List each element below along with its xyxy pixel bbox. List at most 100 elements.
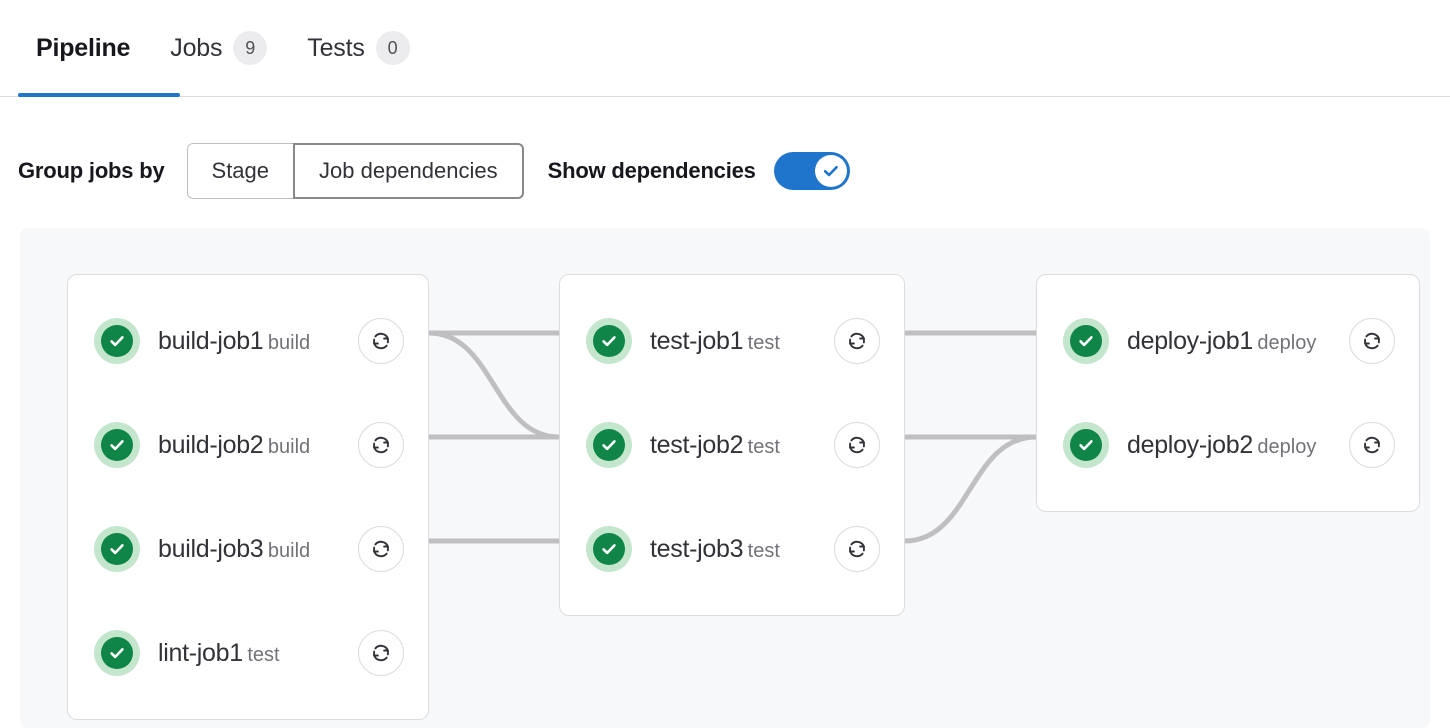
tab-jobs-label: Jobs [170,33,223,62]
job-row-lint-job1[interactable]: lint-job1 test [68,601,428,705]
retry-button[interactable] [834,422,880,468]
status-icon-core [1070,429,1102,461]
job-name: deploy-job2 [1127,430,1253,459]
retry-icon [373,332,389,350]
check-icon [602,544,616,555]
tab-jobs[interactable]: Jobs 9 [152,24,289,72]
job-text: test-job3 test [650,535,820,564]
job-name: test-job3 [650,534,744,563]
job-row-build-job2[interactable]: build-job2 build [68,393,428,497]
retry-icon [849,332,865,350]
check-icon [1079,440,1093,451]
show-dependencies-toggle[interactable] [773,152,850,190]
check-icon [110,648,124,659]
build-column-card: build-job1 build [67,274,429,720]
status-icon-core [1070,325,1102,357]
retry-icon [373,436,389,454]
job-row-deploy-job2[interactable]: deploy-job2 deploy [1037,393,1419,497]
status-icon-core [101,637,133,669]
tab-jobs-badge: 9 [233,31,268,65]
retry-button[interactable] [1349,318,1395,364]
job-text: test-job2 test [650,431,820,460]
job-row-test-job1[interactable]: test-job1 test [560,289,904,393]
tab-tests[interactable]: Tests 0 [289,24,431,72]
job-stage: deploy [1257,435,1317,458]
tab-pipeline-label: Pipeline [36,33,131,62]
job-row-build-job3[interactable]: build-job3 build [68,497,428,601]
test-column-card: test-job1 test [559,274,905,616]
status-success-icon [586,318,632,364]
status-success-icon [94,526,140,572]
edge-test-job3-deploy-job2 [904,434,1037,544]
status-success-icon [94,422,140,468]
retry-icon [849,436,865,454]
retry-button[interactable] [358,422,404,468]
job-text: deploy-job2 deploy [1127,431,1335,460]
check-icon [602,440,616,451]
show-dependencies-label: Show dependencies [547,158,756,183]
retry-icon [1364,332,1380,350]
job-name: test-job2 [650,430,744,459]
segment-stage[interactable]: Stage [186,143,295,199]
job-name: lint-job1 [158,638,243,667]
job-row-test-job3[interactable]: test-job3 test [560,497,904,601]
job-text: build-job2 build [158,431,344,460]
retry-icon [373,644,389,662]
group-jobs-by-label: Group jobs by [18,158,165,183]
retry-button[interactable] [1349,422,1395,468]
toggle-knob [814,155,847,187]
status-icon-core [593,325,625,357]
status-success-icon [1063,422,1109,468]
check-icon [110,544,124,555]
job-name: build-job3 [158,534,264,563]
status-icon-core [101,429,133,461]
job-stage: test [747,331,780,354]
retry-button[interactable] [358,630,404,676]
job-stage: build [267,435,311,458]
tab-pipeline[interactable]: Pipeline [18,24,152,72]
job-stage: deploy [1257,331,1317,354]
job-stage: test [747,539,780,562]
status-success-icon [586,526,632,572]
job-name: test-job1 [650,326,744,355]
job-text: lint-job1 test [158,639,344,668]
job-stage: test [747,435,780,458]
retry-icon [1364,436,1380,454]
retry-button[interactable] [358,318,404,364]
deploy-column-card: deploy-job1 deploy [1036,274,1420,512]
status-icon-core [593,429,625,461]
retry-button[interactable] [834,318,880,364]
job-name: deploy-job1 [1127,326,1253,355]
graph-controls: Group jobs by Stage Job dependencies Sho… [18,143,850,199]
check-icon [110,336,124,347]
job-row-deploy-job1[interactable]: deploy-job1 deploy [1037,289,1419,393]
group-jobs-by-segmented-control[interactable]: Stage Job dependencies [186,143,524,199]
job-stage: test [247,643,280,666]
retry-button[interactable] [834,526,880,572]
check-icon [110,440,124,451]
job-stage: build [267,331,311,354]
job-name: build-job1 [158,326,264,355]
segment-job-dependencies[interactable]: Job dependencies [293,143,524,199]
job-text: build-job1 build [158,327,344,356]
job-text: test-job1 test [650,327,820,356]
job-text: deploy-job1 deploy [1127,327,1335,356]
status-success-icon [94,630,140,676]
tab-tests-badge: 0 [375,31,410,65]
job-stage: build [267,539,311,562]
check-icon [602,336,616,347]
retry-icon [849,540,865,558]
check-icon [823,165,838,177]
active-tab-indicator [18,93,180,97]
job-row-build-job1[interactable]: build-job1 build [68,289,428,393]
status-success-icon [586,422,632,468]
retry-button[interactable] [358,526,404,572]
tab-tests-label: Tests [307,33,365,62]
pipeline-tab-bar: Pipeline Jobs 9 Tests 0 [0,0,1450,97]
job-row-test-job2[interactable]: test-job2 test [560,393,904,497]
status-icon-core [593,533,625,565]
job-text: build-job3 build [158,535,344,564]
edge-build-job1-test-job2 [428,330,560,440]
status-icon-core [101,325,133,357]
status-success-icon [1063,318,1109,364]
